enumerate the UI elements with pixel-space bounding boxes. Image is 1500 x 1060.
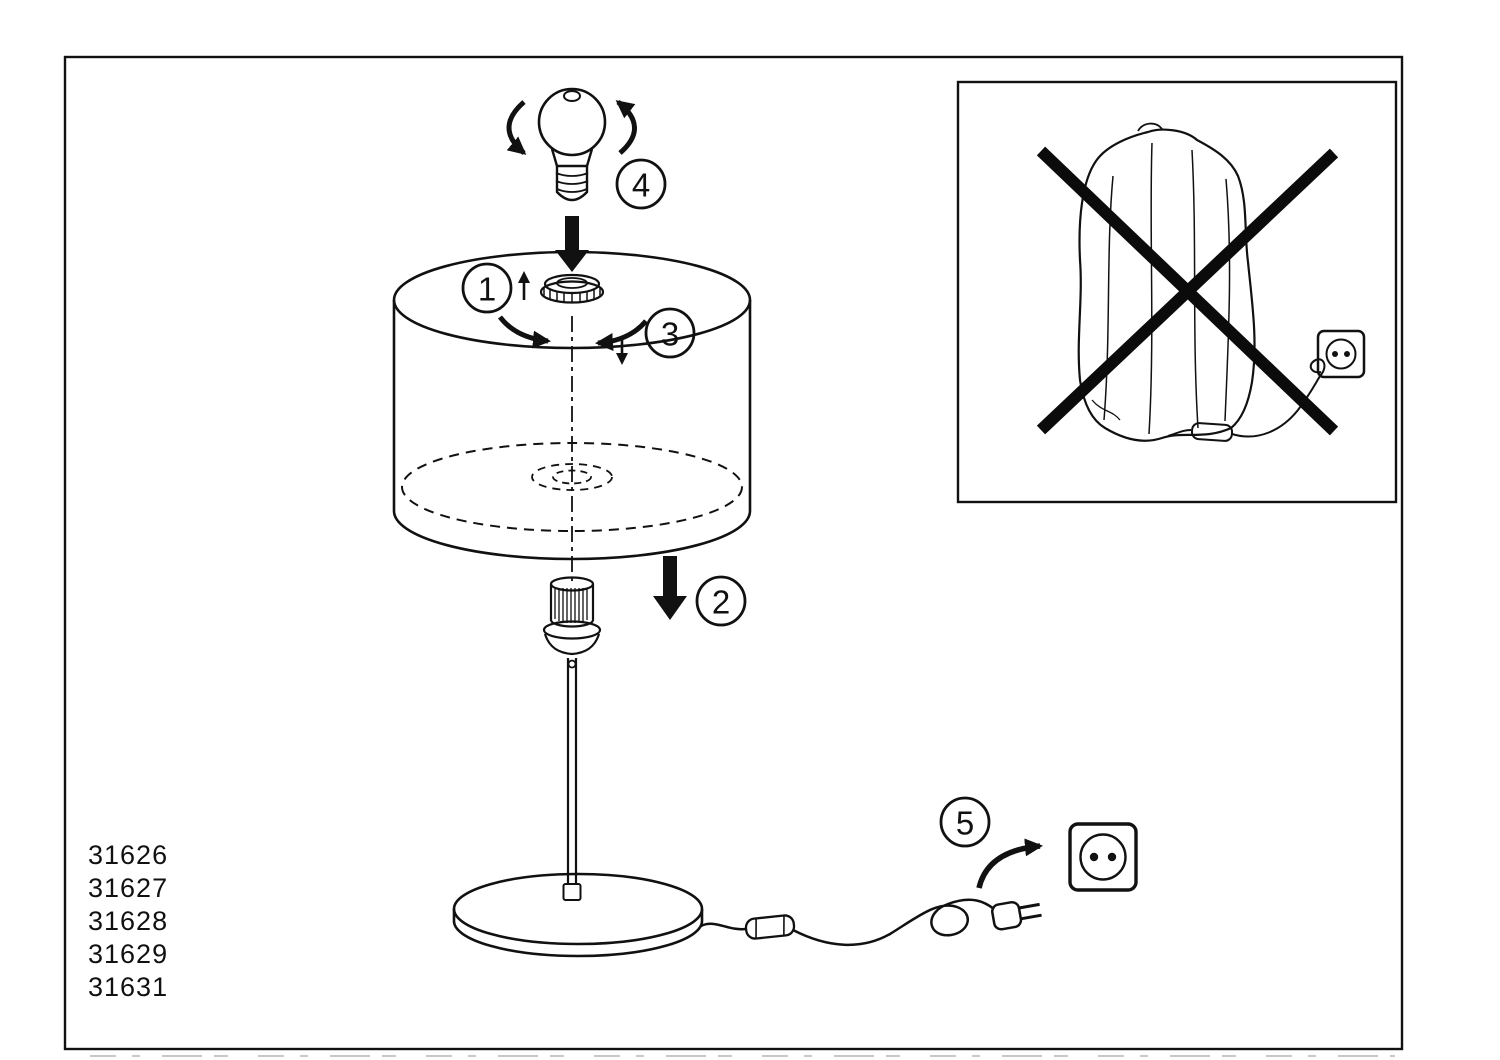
model-number-list: 31626 31627 31628 31629 31631 [88,840,168,1002]
step-number: 1 [478,271,496,308]
step-number: 4 [632,167,650,204]
step-badge-5: 5 [939,796,991,848]
step-badge-2: 2 [695,575,747,627]
covered-lamp-figure [1077,122,1256,442]
model-number: 31629 [88,939,168,969]
step-badge-3: 3 [644,307,696,359]
cloth-folds [1091,142,1231,435]
warning-wall-outlet-icon [1316,329,1366,379]
inline-switch [744,914,796,940]
prohibition-x-icon [1036,146,1339,436]
center-hole-dashed-outer [531,463,613,491]
lampshade [392,250,752,582]
insert-bulb-arrow-icon [555,216,589,272]
step-number: 5 [956,805,974,842]
cord-coil [792,898,995,947]
warning-cord [1167,358,1326,442]
light-bulb [537,87,607,202]
power-plug [991,900,1042,931]
model-number: 31628 [88,906,168,936]
shade-bottom-front-rim [392,510,752,561]
plug-in-arrow-icon [976,838,1043,889]
warning-inline-switch [1190,422,1234,442]
bulb-rotation-arrows-icon [506,100,637,155]
warning-box [956,80,1398,504]
lamp-socket-holder [542,576,602,669]
wall-outlet-icon [1068,822,1138,892]
lamp-stem [562,658,582,901]
power-cord [700,898,1042,947]
lower-shade-arrow-icon [653,556,687,620]
ring-rotation-arrows-icon [498,315,648,352]
step-badge-4: 4 [615,158,667,210]
page-border [63,55,1404,1051]
model-number: 31626 [88,840,168,870]
step-badge-1: 1 [461,262,513,314]
model-number: 31631 [88,972,168,1002]
shade-bottom-hidden-rim [401,442,743,532]
step-number: 2 [712,584,730,621]
step-number: 3 [661,316,679,353]
model-number: 31627 [88,873,168,903]
warning-box-border [956,80,1398,504]
shade-ring-nut [539,273,605,304]
center-hole-dashed-inner [552,469,592,485]
lamp-base [452,872,704,958]
